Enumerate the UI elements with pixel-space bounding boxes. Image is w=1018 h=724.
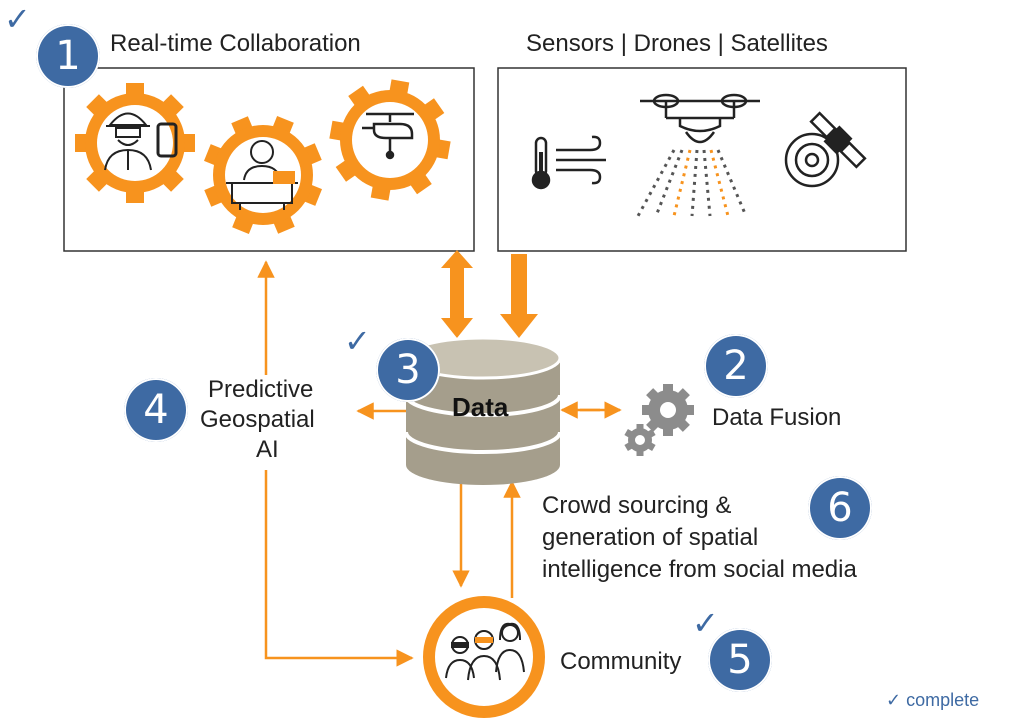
firefighter-icon bbox=[104, 112, 152, 171]
badge-2: 2 bbox=[704, 334, 768, 398]
data-label: Data bbox=[452, 392, 509, 422]
badge-6: 6 bbox=[808, 476, 872, 540]
check-icon: ✓ bbox=[692, 604, 719, 642]
collaboration-box bbox=[63, 67, 475, 252]
gears-icon bbox=[624, 384, 694, 456]
operator-desk-icon bbox=[226, 140, 298, 210]
collaboration-title: Real-time Collaboration bbox=[110, 30, 361, 57]
helicopter-icon bbox=[362, 112, 414, 160]
sensors-box bbox=[497, 67, 907, 252]
badge-3: 3 bbox=[376, 338, 440, 402]
crowd-label-line-2: generation of spatial bbox=[542, 524, 759, 551]
badge-5: 5 bbox=[708, 628, 772, 692]
gear-operator bbox=[203, 115, 323, 235]
phone-icon bbox=[156, 122, 178, 158]
badge-1: 1 bbox=[36, 24, 100, 88]
crowd-label-line-1: Crowd sourcing & bbox=[542, 492, 732, 519]
legend-check-icon: ✓ bbox=[886, 690, 902, 711]
check-icon: ✓ bbox=[4, 0, 31, 38]
badge-4: 4 bbox=[124, 378, 188, 442]
connectors bbox=[257, 260, 622, 667]
gear-firefighter bbox=[75, 83, 195, 203]
satellite-icon bbox=[784, 111, 867, 188]
sensors-title: Sensors | Drones | Satellites bbox=[526, 30, 828, 57]
database-icon bbox=[404, 336, 562, 485]
thick-arrows bbox=[441, 250, 538, 338]
ai-label-line-3: AI bbox=[256, 436, 279, 463]
gear-helicopter bbox=[329, 79, 451, 201]
data-fusion-label: Data Fusion bbox=[712, 404, 842, 431]
drone-spray bbox=[636, 149, 748, 217]
legend: ✓ complete bbox=[886, 690, 979, 711]
ai-label-line-1: Predictive bbox=[208, 376, 314, 403]
legend-label: complete bbox=[906, 690, 980, 710]
ai-to-community-arrow bbox=[264, 470, 414, 667]
ai-label-line-2: Geospatial bbox=[200, 406, 315, 433]
crowd-label-line-3: intelligence from social media bbox=[542, 556, 857, 583]
check-icon: ✓ bbox=[344, 322, 371, 360]
thermometer-icon bbox=[531, 136, 551, 190]
people-icon bbox=[445, 622, 525, 681]
wind-icon bbox=[556, 135, 606, 185]
community-label: Community bbox=[560, 648, 682, 675]
drone-icon bbox=[640, 93, 760, 144]
